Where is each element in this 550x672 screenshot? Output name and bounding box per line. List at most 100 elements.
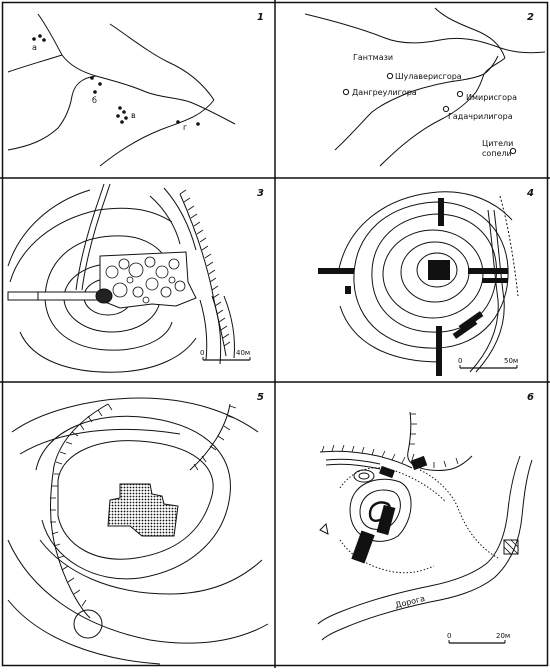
contour-6-2 — [359, 489, 401, 530]
road-3-west-a — [75, 183, 105, 291]
contour-3-4 — [44, 299, 173, 351]
site-cluster-b — [90, 76, 102, 94]
panel-1-number: 1 — [257, 12, 264, 23]
river-2-north — [304, 13, 546, 54]
river-2-branch — [434, 7, 506, 59]
road-4-b — [475, 209, 505, 373]
river-2-south — [379, 73, 485, 167]
road-6-outer-a — [317, 455, 521, 625]
contour-3-7 — [7, 189, 91, 267]
contour-4-5 — [353, 201, 509, 349]
panel-5-number: 5 — [257, 392, 264, 403]
terrace-5-hatching — [50, 403, 113, 607]
scarp-6-north — [319, 450, 413, 469]
label-gadachriligora: Гадачрилигора — [448, 112, 513, 121]
site-cluster-a — [32, 34, 46, 42]
terrace-5-ne-edge — [189, 403, 231, 471]
river-4-dotted — [499, 195, 519, 297]
mound-6-small — [353, 469, 375, 483]
trenches-4-diagonal — [452, 311, 484, 339]
contour-4-6 — [337, 191, 513, 275]
contour-5-6 — [7, 539, 269, 644]
contour-5-4 — [19, 428, 181, 455]
panel-3-number: 3 — [257, 188, 264, 199]
panel-4-number: 4 — [526, 188, 534, 199]
terrace-5-ne-hatching — [193, 405, 237, 471]
river-2-main — [334, 55, 499, 151]
boundary-6-north — [339, 467, 447, 503]
trench-3 — [7, 291, 101, 301]
site-tsiteli-sopeli — [509, 147, 517, 155]
road-6-label: Дорога — [394, 594, 426, 610]
contour-5-5 — [39, 539, 263, 595]
label-dangreuligora: Дангреулигора — [352, 88, 417, 97]
road-6-outer-b — [321, 459, 533, 641]
scale-3-end: 40м — [236, 349, 250, 357]
scale-4-end: 50м — [504, 357, 518, 365]
contour-5-2 — [35, 415, 231, 580]
boundary-6-south — [339, 539, 435, 574]
road-4-a — [469, 209, 499, 373]
road-3-west-b — [81, 183, 111, 291]
trenches-4 — [318, 198, 508, 376]
scale-4-start: 0 — [458, 357, 462, 365]
panel-6-number: 6 — [527, 392, 534, 403]
site-shulaverisgora — [386, 72, 394, 80]
excavation-5 — [107, 483, 179, 537]
label-shulaverisgora: Шулаверисгора — [395, 72, 462, 81]
building-6-hatch-1 — [503, 539, 519, 555]
contour-3-3 — [44, 235, 171, 301]
building-6-hatch-2 — [510, 539, 519, 548]
panel-1: 1 а б в г — [7, 12, 264, 167]
river-1-branch — [109, 23, 215, 101]
contour-3-8 — [149, 195, 181, 245]
site-gadachriligora — [442, 105, 450, 113]
road-6-north-a — [325, 458, 381, 465]
river-1-upper — [37, 13, 236, 125]
trenches-6 — [351, 455, 428, 564]
site-label-b: б — [92, 96, 97, 105]
site-dangreuligora — [342, 88, 350, 96]
site-cluster-g — [176, 120, 200, 126]
contour-4-7 — [339, 305, 441, 363]
stone-structures-3 — [105, 256, 186, 304]
contour-4-1 — [416, 252, 458, 288]
label-tsiteli: Цители — [482, 139, 513, 148]
site-label-a: а — [32, 43, 37, 52]
contour-5-3 — [11, 397, 259, 433]
scale-6-end: 20м — [496, 632, 510, 640]
slope-3-hatching — [179, 189, 231, 347]
mound-5-circle — [73, 609, 103, 639]
marker-6-triangle — [319, 522, 329, 535]
panel-6: 6 — [317, 392, 534, 644]
excavation-3-dark-pit — [95, 288, 113, 304]
contour-3-11 — [211, 295, 222, 365]
scale-6-start: 0 — [447, 632, 451, 640]
contour-3-9 — [163, 187, 197, 251]
scale-3-start: 0 — [200, 349, 204, 357]
scarp-6-north-hatching — [321, 444, 406, 464]
river-1-lower — [7, 75, 97, 151]
site-cluster-v — [116, 106, 128, 124]
mound-6-small-inner — [358, 472, 370, 480]
site-label-g: г — [183, 123, 187, 132]
contour-3-10 — [199, 299, 208, 361]
terrace-5-edge — [50, 403, 109, 619]
site-imirisgora — [456, 90, 464, 98]
contour-4-4 — [371, 213, 497, 333]
contour-5-1 — [57, 440, 214, 560]
site-label-v: в — [131, 111, 136, 120]
panel-2-number: 2 — [527, 12, 534, 23]
boundary-6-east — [419, 469, 499, 559]
contour-5-7 — [7, 599, 161, 665]
river-1-tributary — [7, 54, 63, 73]
river-2-junction — [483, 57, 506, 75]
building-6-hatch-3 — [503, 546, 512, 555]
panel-4: 4 0 50м — [318, 188, 534, 376]
river-1-east — [99, 99, 215, 167]
panel-2: 2 Гантмази Шулаверисгора Дангреулигора И… — [304, 7, 546, 167]
contour-3-5 — [9, 207, 173, 283]
contour-3-12 — [223, 295, 235, 359]
